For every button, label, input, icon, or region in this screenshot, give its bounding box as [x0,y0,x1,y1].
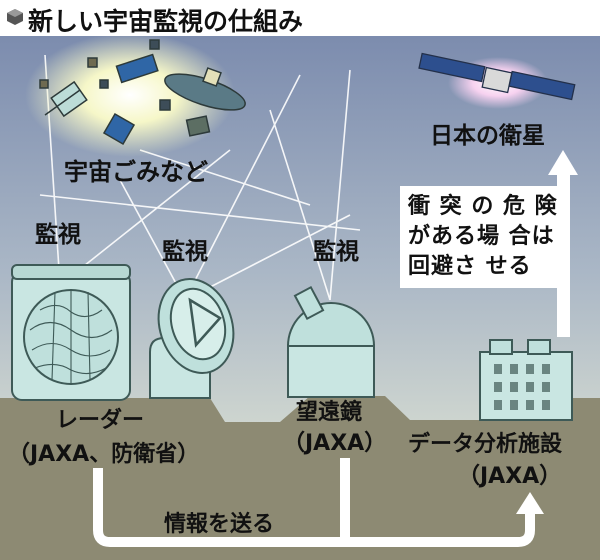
satellite-label: 日本の衛星 [430,123,545,149]
facility-org: （JAXA） [458,464,562,489]
observation-lines [39,54,361,301]
telescope-dome-icon [286,285,376,398]
send-info-arrowhead [516,492,544,514]
collision-note: 衝 突 の 危 険がある場 合は回避さ せる [400,186,566,288]
satellite-icon [418,52,576,109]
facility-name: データ分析施設 [408,432,563,457]
debris-cluster-icon [25,33,246,157]
telescope-org: （JAXA） [283,431,387,456]
radar-org: （JAXA、防衛省） [8,442,200,467]
radar-name: レーダー [56,408,145,433]
debris-label: 宇宙ごみなど [64,158,208,186]
monitor-label-antenna: 監視 [162,239,208,265]
ground [0,396,600,560]
header-bar [0,0,600,36]
send-info-label: 情報を送る [164,512,275,537]
analysis-building-icon [479,339,573,421]
radar-dome-icon [11,264,131,401]
title-box-icon [7,9,23,25]
telescope-name: 望遠鏡 [296,400,363,425]
monitor-label-telescope: 監視 [313,239,359,265]
monitor-label-radar: 監視 [35,222,81,248]
page-title: 新しい宇宙監視の仕組み [28,7,304,36]
send-info-arrow [93,458,535,547]
parabolic-antenna-icon [149,278,235,399]
